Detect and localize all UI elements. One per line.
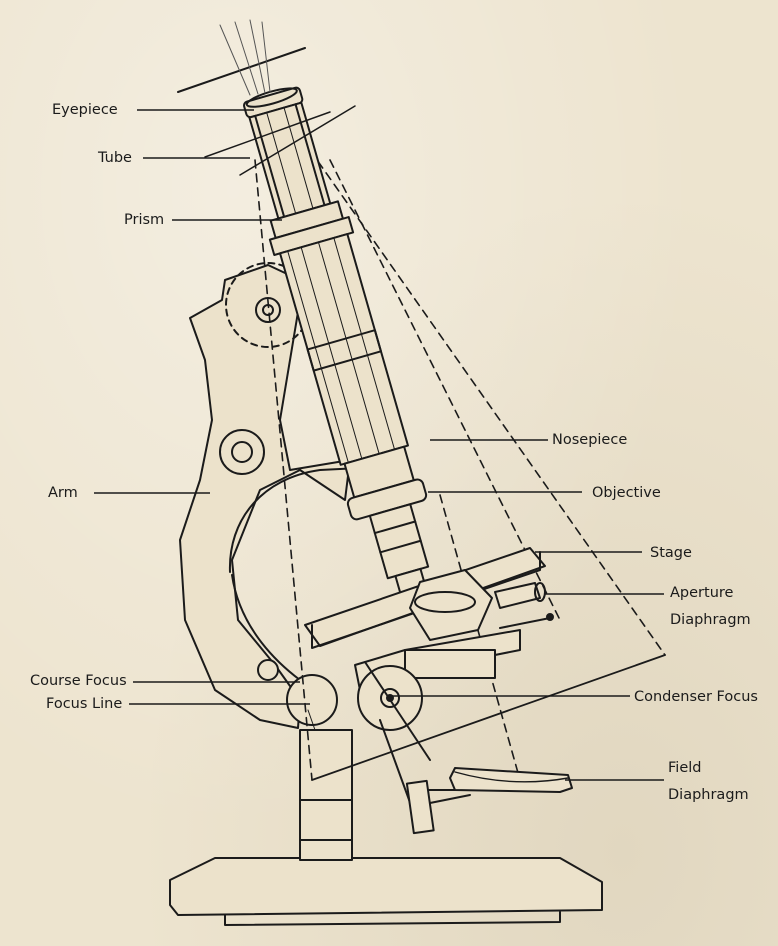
label-aperture-line-1: Aperture <box>670 585 734 601</box>
label-eyepiece: Eyepiece <box>52 102 118 118</box>
stage-assembly <box>304 547 546 649</box>
aperture-lever <box>494 582 541 609</box>
label-objective: Objective <box>592 485 661 501</box>
label-course-focus: Course Focus <box>30 673 127 689</box>
label-nosepiece: Nosepiece <box>552 432 628 448</box>
label-arm: Arm <box>48 485 78 501</box>
arm-knob <box>219 429 265 475</box>
label-condenser-focus: Condenser Focus <box>634 689 758 705</box>
label-aperture-line-2: Diaphragm <box>670 612 751 628</box>
field-diaphragm-mirror <box>449 767 573 793</box>
coarse-focus-knob <box>286 674 338 726</box>
label-field-line-1: Field <box>668 760 702 776</box>
label-aperture-diaphragm: Aperture Diaphragm <box>670 580 751 634</box>
label-prism: Prism <box>124 212 165 228</box>
small-knob <box>257 659 279 681</box>
upper-tube <box>248 101 332 220</box>
label-field-diaphragm: Field Diaphragm <box>668 755 749 809</box>
label-stage: Stage <box>650 545 692 561</box>
tube-assembly <box>243 86 430 599</box>
label-tube: Tube <box>98 150 132 166</box>
label-field-line-2: Diaphragm <box>668 787 749 803</box>
base <box>169 857 603 916</box>
label-focus-line: Focus Line <box>46 696 123 712</box>
